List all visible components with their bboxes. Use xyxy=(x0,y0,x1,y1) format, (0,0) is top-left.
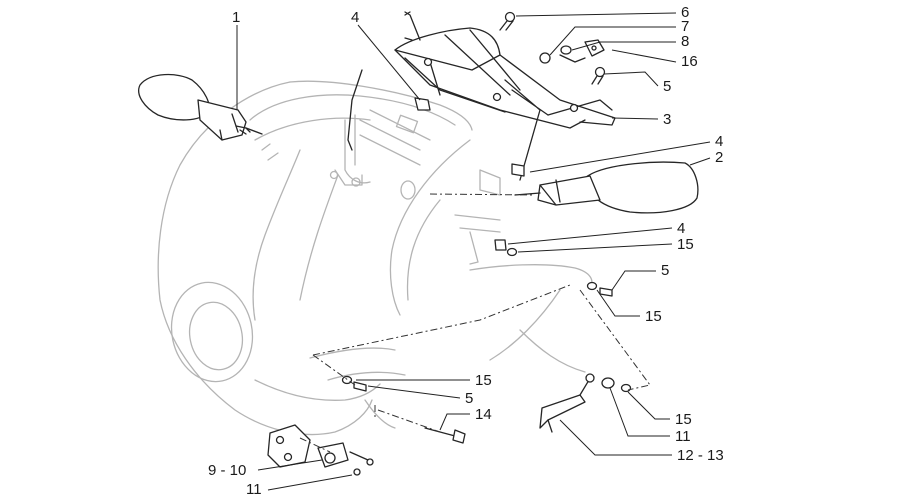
callout-7: 7 xyxy=(681,18,689,35)
callout-5: 5 xyxy=(661,262,669,279)
callout-5: 5 xyxy=(663,78,671,95)
small-mounting-bracket xyxy=(267,424,374,476)
callout-8: 8 xyxy=(681,33,689,50)
callout-3: 3 xyxy=(663,111,671,128)
callout-11: 11 xyxy=(246,481,262,495)
callout-2: 2 xyxy=(715,149,723,166)
left-turn-indicator xyxy=(138,73,263,141)
callout-9-10: 9 - 10 xyxy=(208,462,246,479)
fairing-support-frame xyxy=(347,11,616,181)
right-turn-indicator xyxy=(514,161,699,214)
lower-bracket xyxy=(539,373,632,433)
callout-6: 6 xyxy=(681,4,689,21)
callout-5: 5 xyxy=(465,390,473,407)
callout-15: 15 xyxy=(677,236,694,253)
callout-11: 11 xyxy=(675,428,691,445)
assembly-lines xyxy=(299,193,651,453)
callout-15: 15 xyxy=(475,372,492,389)
front-fairing-outline xyxy=(157,80,593,436)
callout-15: 15 xyxy=(645,308,662,325)
callout-16: 16 xyxy=(681,53,698,70)
callout-labels: 1 4 6 7 8 16 5 3 4 2 4 15 5 15 15 5 14 1… xyxy=(208,4,724,495)
callout-4: 4 xyxy=(677,220,685,237)
callout-15: 15 xyxy=(675,411,692,428)
callout-14: 14 xyxy=(475,406,492,423)
callout-12-13: 12 - 13 xyxy=(677,447,724,464)
hardware-parts xyxy=(341,11,613,444)
callout-4: 4 xyxy=(351,9,359,26)
callout-1: 1 xyxy=(232,9,240,26)
leader-lines xyxy=(236,12,711,491)
callout-4: 4 xyxy=(715,133,723,150)
